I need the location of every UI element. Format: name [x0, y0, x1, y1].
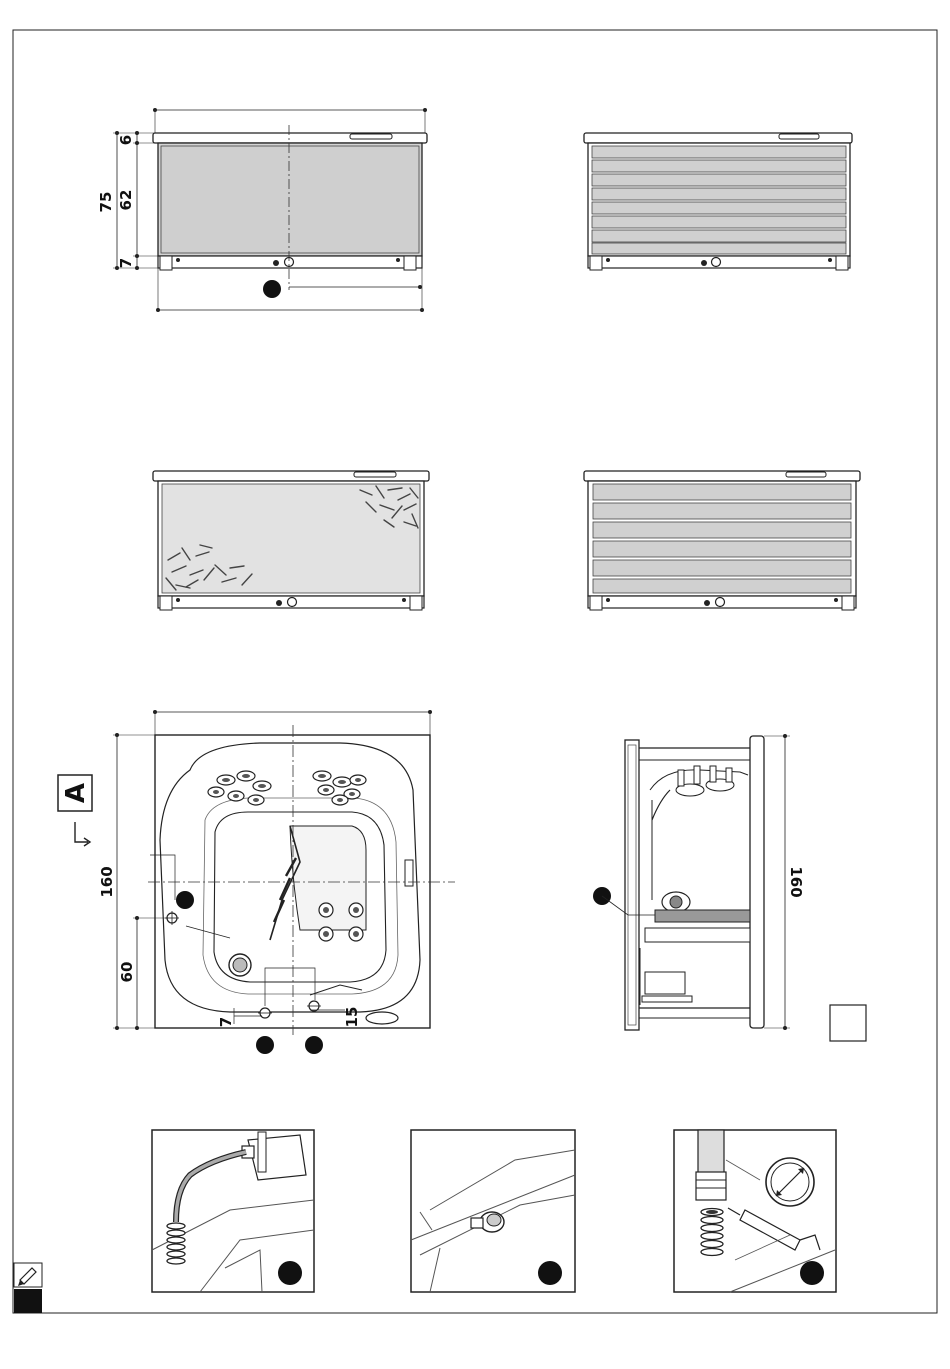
- front-elevation-dimensioned: 75 6 62 7: [97, 108, 427, 312]
- reference-box: [830, 1005, 866, 1041]
- note-pencil-icon: [14, 1263, 42, 1287]
- dim-base-height: 7: [117, 258, 135, 268]
- dim-top-band: 6: [117, 135, 135, 145]
- callout-marker: [263, 280, 281, 298]
- callout-marker: [800, 1261, 824, 1285]
- side-section-view: 160: [593, 734, 866, 1041]
- plan-length-dim: 160: [98, 866, 116, 897]
- callout-marker: [256, 1036, 274, 1054]
- detail-hose-connection: [152, 1130, 314, 1292]
- detail-drain-fitting: [411, 1130, 575, 1292]
- view-direction-arrow: [75, 822, 90, 846]
- plan-side-distance-dim: 7: [217, 1017, 235, 1027]
- plan-view: A: [58, 710, 455, 1054]
- front-elevation-slat-panel: [584, 133, 852, 270]
- front-elevation-decor-panel: [153, 471, 429, 610]
- view-label-a: A: [61, 783, 91, 803]
- dim-total-height: 75: [97, 192, 115, 213]
- callout-marker: [538, 1261, 562, 1285]
- dim-panel-height: 62: [117, 190, 135, 211]
- callout-marker: [278, 1261, 302, 1285]
- page-marker-block: [14, 1289, 42, 1313]
- side-length-dim: 160: [787, 866, 805, 897]
- callout-marker: [305, 1036, 323, 1054]
- plan-drain-offset-dim: 60: [118, 962, 136, 983]
- front-elevation-wide-slats: [584, 471, 860, 610]
- plan-outlet-distance-dim: 15: [343, 1007, 361, 1028]
- detail-pipe-sealing: [674, 1130, 836, 1292]
- highlighted-pipe: [655, 910, 750, 922]
- callout-marker: [176, 891, 194, 909]
